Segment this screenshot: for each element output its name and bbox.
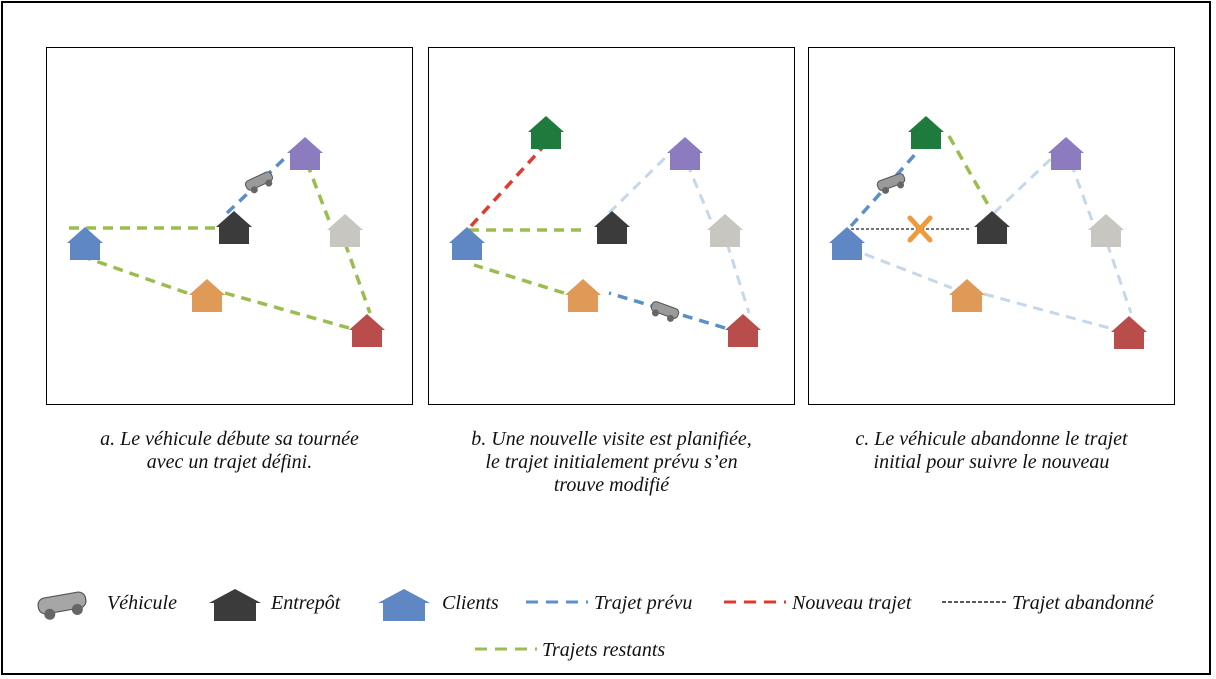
car-icon bbox=[245, 171, 273, 194]
remaining-route bbox=[305, 162, 332, 224]
client-house-icon bbox=[349, 314, 385, 347]
legend-remaining-label: Trajets restants bbox=[542, 639, 666, 661]
legend-depot-icon bbox=[209, 589, 261, 621]
panel-c bbox=[808, 47, 1175, 405]
legend-planned-line bbox=[526, 600, 588, 604]
remaining-route bbox=[947, 135, 993, 211]
client-house-icon bbox=[949, 279, 985, 312]
caption-line: a. Le véhicule débute sa tournée bbox=[100, 428, 359, 450]
caption-line: initial pour suivre le nouveau bbox=[873, 451, 1110, 473]
remaining-route bbox=[86, 256, 188, 295]
caption-line: avec un trajet défini. bbox=[146, 451, 313, 473]
legend-depot-label: Entrepôt bbox=[271, 592, 341, 614]
faded-route bbox=[848, 246, 953, 290]
car-icon bbox=[876, 173, 906, 194]
remaining-route bbox=[343, 242, 372, 314]
legend-car-icon bbox=[37, 591, 87, 620]
legend-new-label: Nouveau trajet bbox=[792, 592, 912, 614]
panel-b bbox=[428, 47, 795, 405]
legend-remaining-line bbox=[475, 647, 537, 651]
client-house-icon bbox=[565, 279, 601, 312]
legend-client-icon bbox=[378, 589, 430, 621]
client-house-icon bbox=[287, 137, 323, 170]
legend-vehicle-label: Véhicule bbox=[107, 592, 177, 614]
client-house-icon bbox=[1111, 316, 1147, 349]
legend-new-line bbox=[724, 600, 786, 604]
legend-clients-label: Clients bbox=[442, 592, 499, 614]
client-house-icon bbox=[667, 137, 703, 170]
faded-route bbox=[992, 154, 1056, 215]
client-house-icon bbox=[908, 116, 944, 149]
car-icon bbox=[650, 301, 680, 322]
depot-house-icon bbox=[594, 211, 630, 244]
client-house-icon bbox=[67, 227, 103, 260]
remaining-route bbox=[473, 263, 565, 295]
depot-house-icon bbox=[974, 211, 1010, 244]
faded-route bbox=[983, 292, 1110, 330]
client-house-icon bbox=[449, 227, 485, 260]
client-house-icon bbox=[528, 116, 564, 149]
faded-route bbox=[1069, 162, 1095, 224]
caption-line: c. Le véhicule abandonne le trajet bbox=[855, 428, 1128, 450]
faded-route bbox=[685, 162, 714, 224]
client-house-icon bbox=[725, 314, 761, 347]
depot-house-icon bbox=[216, 211, 252, 244]
faded-route bbox=[607, 154, 669, 215]
caption-line: trouve modifié bbox=[553, 474, 670, 496]
caption-c: c. Le véhicule abandonne le trajet initi… bbox=[808, 428, 1175, 474]
panel-a bbox=[46, 47, 413, 405]
new-route bbox=[469, 146, 544, 228]
client-house-icon bbox=[327, 214, 363, 247]
client-house-icon bbox=[1088, 214, 1124, 247]
legend-planned-label: Trajet prévu bbox=[594, 592, 693, 614]
legend-abandoned-label: Trajet abandonné bbox=[1012, 592, 1154, 614]
client-house-icon bbox=[707, 214, 743, 247]
caption-line: le trajet initialement prévu s’en bbox=[485, 451, 738, 473]
caption-line: b. Une nouvelle visite est planifiée, bbox=[471, 428, 752, 450]
caption-a: a. Le véhicule débute sa tournée avec un… bbox=[46, 428, 413, 474]
client-house-icon bbox=[829, 227, 865, 260]
faded-route bbox=[1105, 242, 1133, 314]
caption-b: b. Une nouvelle visite est planifiée, le… bbox=[428, 428, 795, 497]
faded-route bbox=[725, 242, 751, 314]
remaining-route bbox=[224, 291, 350, 330]
cross-icon bbox=[907, 215, 933, 243]
client-house-icon bbox=[1048, 137, 1084, 170]
client-house-icon bbox=[189, 279, 225, 312]
legend-abandoned-line bbox=[942, 601, 1008, 603]
